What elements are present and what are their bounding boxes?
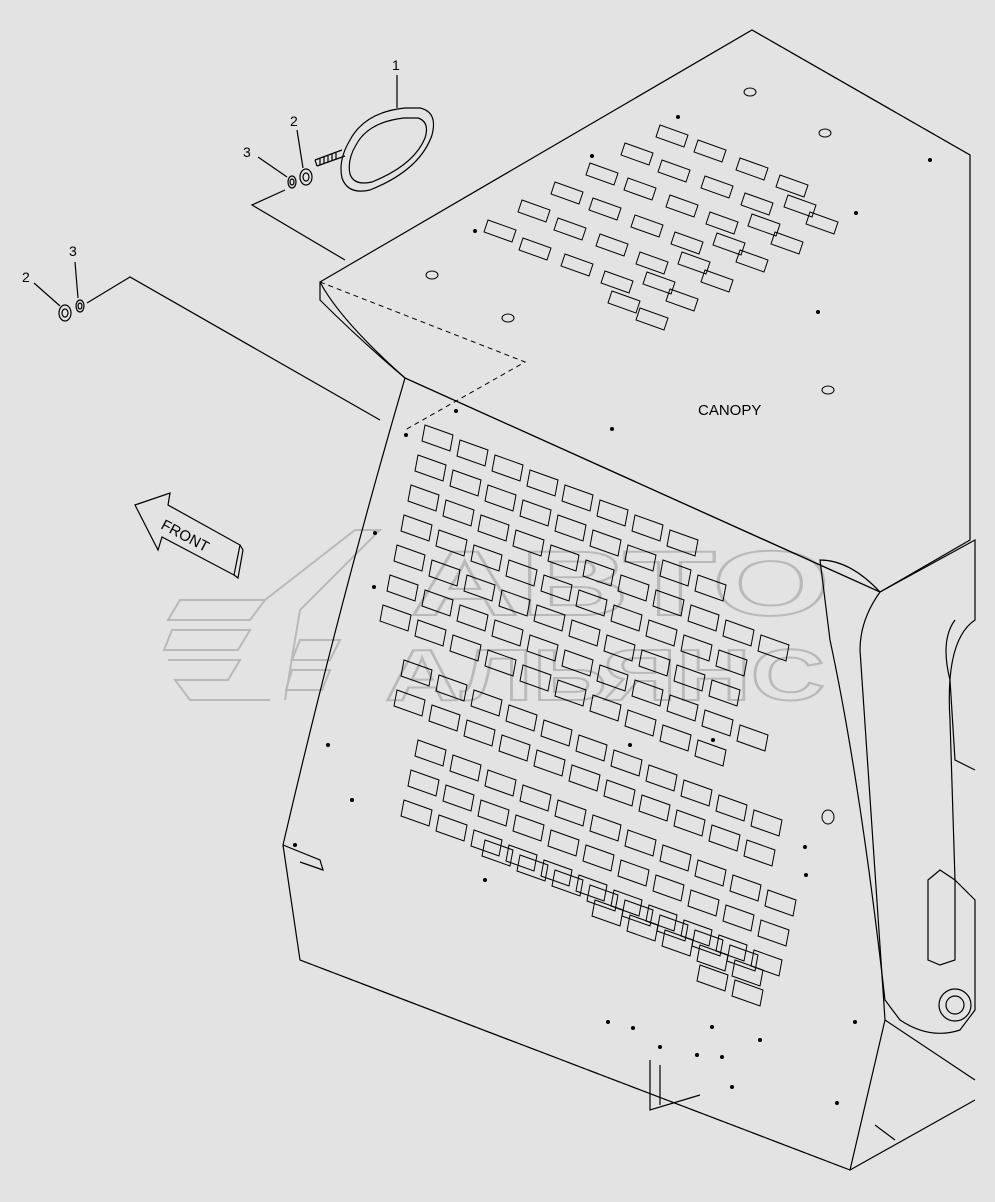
watermark-line1: АВТО <box>410 533 830 635</box>
roof-grid <box>483 124 839 331</box>
canopy-roof <box>319 29 971 593</box>
canopy <box>282 29 976 1171</box>
front-arrow-icon: FRONT <box>134 492 244 580</box>
label-part-2-top: 2 <box>290 113 298 129</box>
label-part-3-top: 3 <box>243 144 251 160</box>
front-label: FRONT <box>158 517 212 556</box>
part-3-washer-left <box>75 299 85 313</box>
watermark-logo-icon <box>162 529 383 701</box>
watermark: АВТО АЛЬЯНС <box>162 529 831 717</box>
part-3-washer-top <box>287 175 297 189</box>
watermark-line2: АЛЬЯНС <box>385 636 825 716</box>
label-part-3-left: 3 <box>69 243 77 259</box>
canopy-label: CANOPY <box>698 402 761 419</box>
part-2-nut-top <box>299 168 313 186</box>
part-2-nut-left <box>58 304 72 322</box>
mounting-holes <box>425 87 835 825</box>
canopy-side <box>819 538 976 1034</box>
screen-grid <box>379 424 797 1007</box>
rivets <box>293 115 932 1105</box>
part-1-lamp <box>314 107 435 192</box>
leader-lines <box>33 75 398 421</box>
label-part-1: 1 <box>392 57 400 73</box>
front-screen <box>282 377 886 1171</box>
label-part-2-left: 2 <box>22 269 30 285</box>
